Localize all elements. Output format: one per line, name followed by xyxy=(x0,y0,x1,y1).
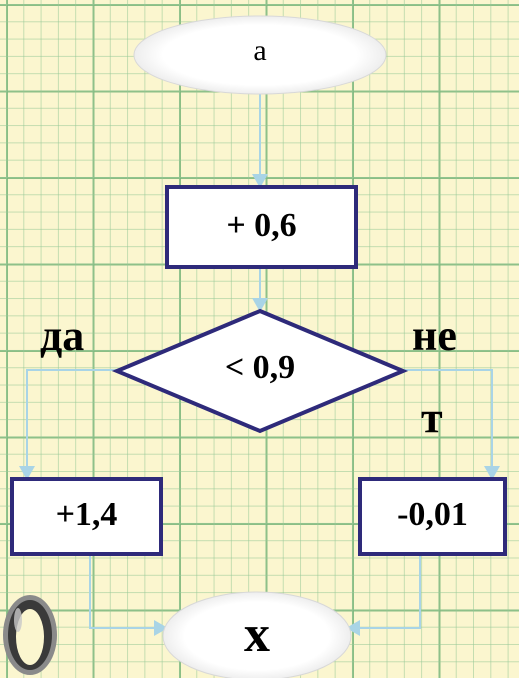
connector-decision-yes xyxy=(19,369,117,480)
process-add-box xyxy=(165,185,358,269)
right-process-label: -0,01 xyxy=(397,496,468,533)
connector-left-to-end xyxy=(63,553,168,636)
no-branch-label-line2: т xyxy=(421,393,443,442)
start-label: a xyxy=(253,34,267,67)
process-right-box xyxy=(358,477,507,556)
decorative-ring-icon xyxy=(3,595,57,675)
decision-label: < 0,9 xyxy=(224,349,296,386)
end-label: x xyxy=(244,606,270,663)
connector-decision-no xyxy=(404,369,500,480)
decision-diamond xyxy=(111,308,409,434)
no-branch-label-line1: не xyxy=(412,311,457,360)
yes-branch-label: да xyxy=(40,311,85,360)
left-process-label: +1,4 xyxy=(55,496,118,533)
process-add-label: + 0,6 xyxy=(226,207,297,244)
start-oval xyxy=(133,15,387,95)
connector-right-to-end xyxy=(346,554,421,636)
process-left-box xyxy=(10,477,163,556)
end-oval xyxy=(162,591,352,678)
